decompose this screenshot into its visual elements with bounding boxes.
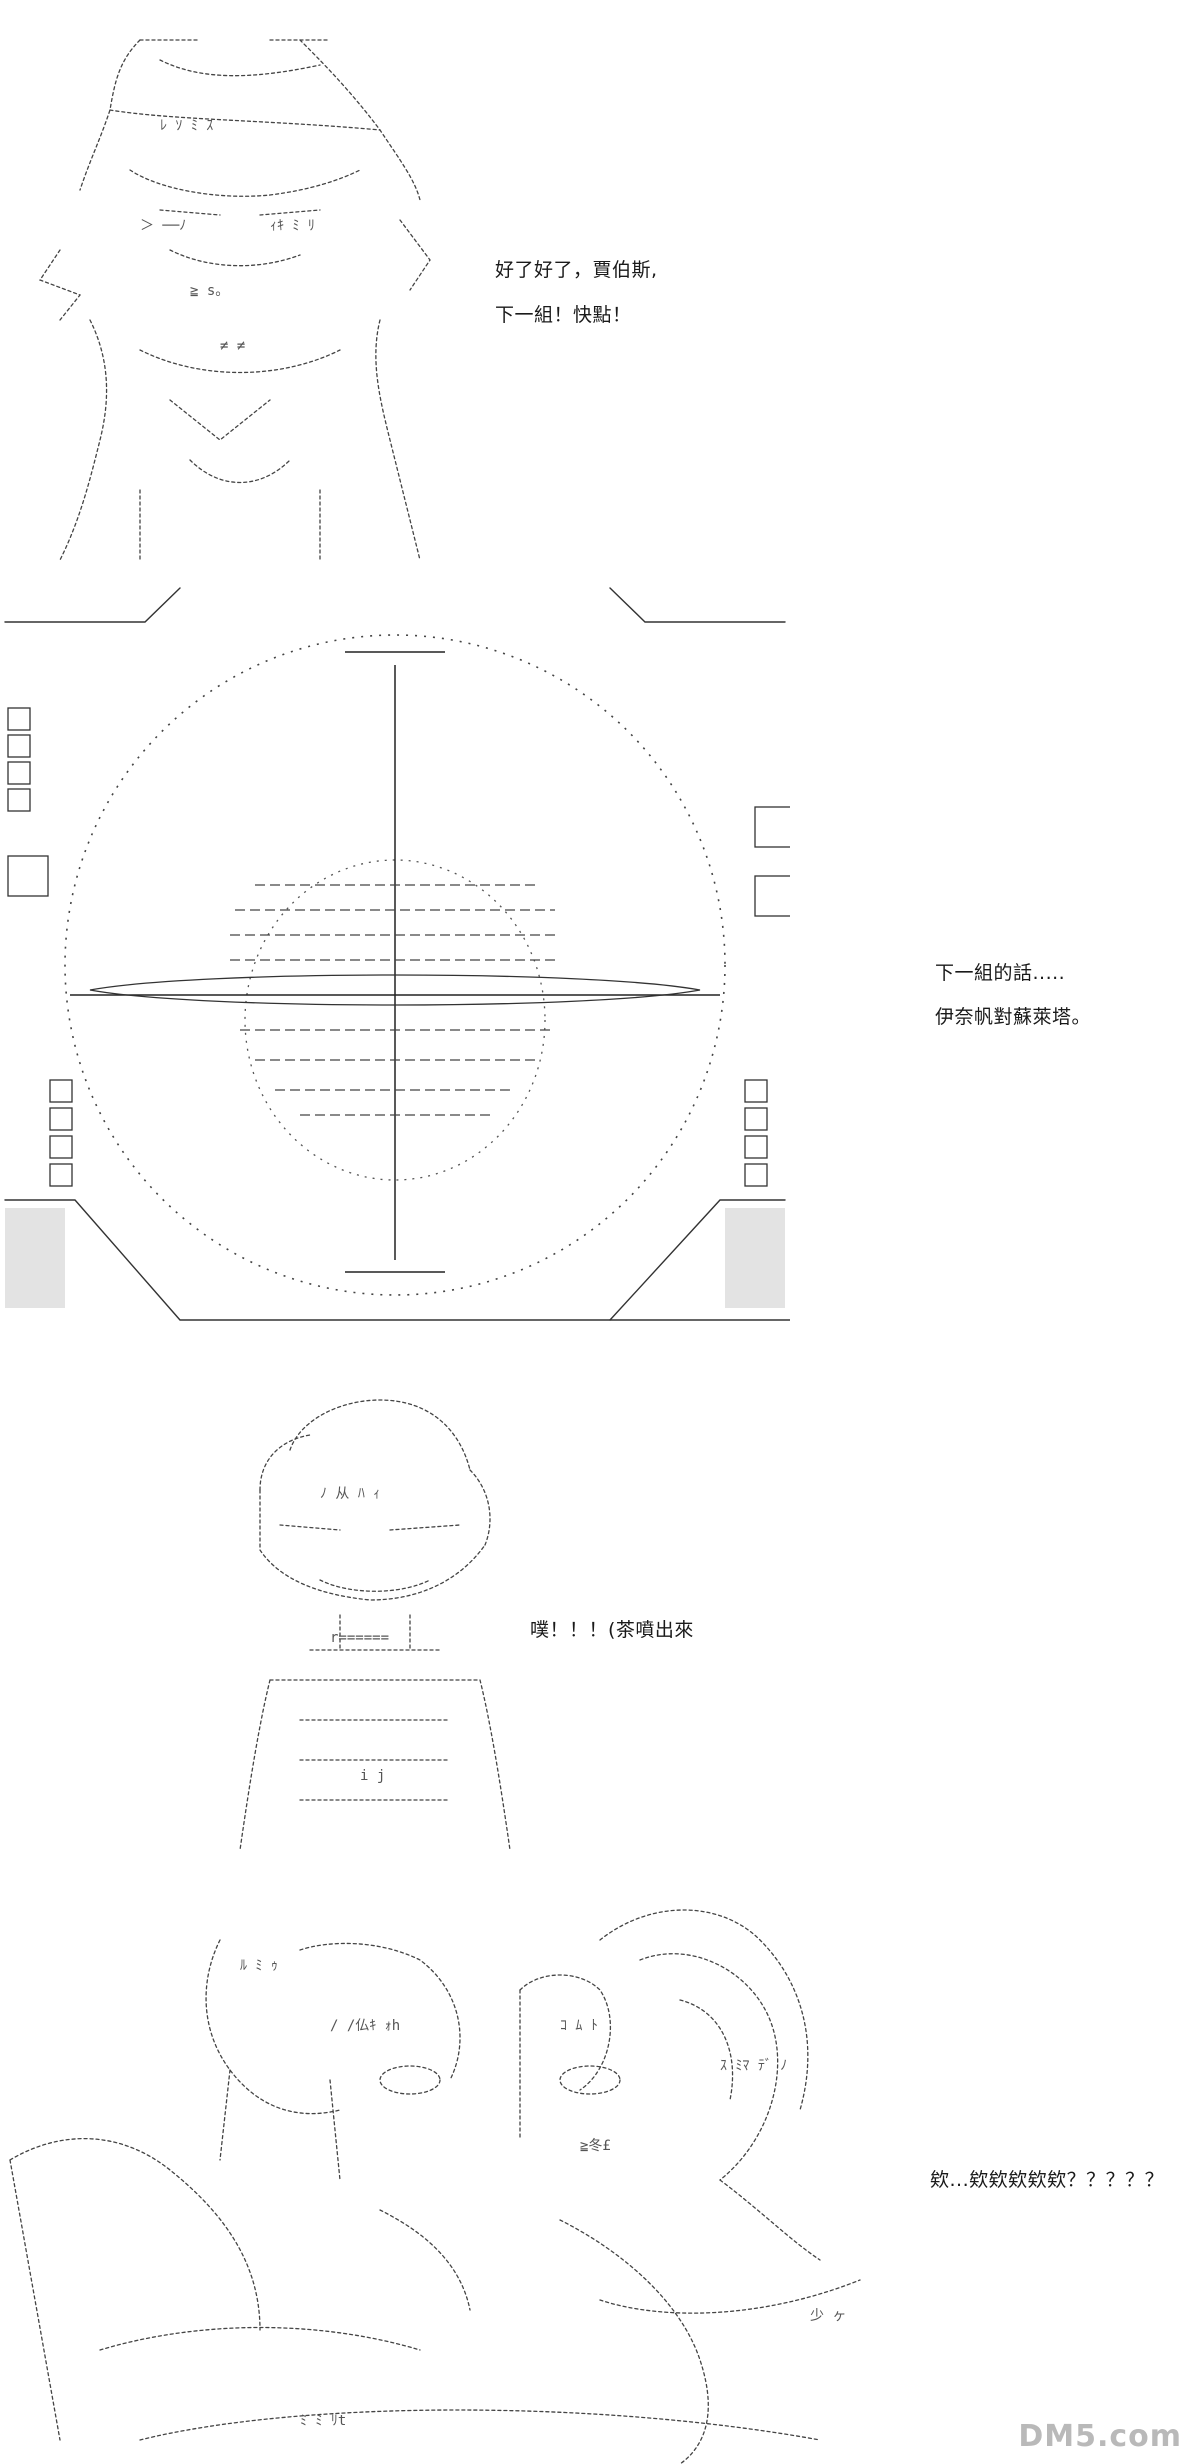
- panel-4: ﾙ ﾐ ｩ / /仏ｷ ｫh ｺ ﾑ ﾄ ｽ ﾐﾏ ﾃﾞ ﾉ ≧冬£ 少 ヶ ﾐ…: [0, 1880, 1200, 2464]
- panel-1: ﾚ ｿ ﾐ ｽ ＞ ──ﾉ ｨｷ ﾐ ﾘ ≧ s。 ≠ ≠ 好了好了，賈伯斯, …: [0, 0, 1200, 640]
- dialog-line: 欸...欸欸欸欸欸？？？？？: [930, 2169, 1165, 2191]
- svg-text:≠ ≠: ≠ ≠: [220, 338, 245, 354]
- svg-text:ﾚ ｿ ﾐ ｽ: ﾚ ｿ ﾐ ｽ: [160, 118, 213, 134]
- ascii-art-group-scene: ﾙ ﾐ ｩ / /仏ｷ ｫh ｺ ﾑ ﾄ ｽ ﾐﾏ ﾃﾞ ﾉ ≧冬£ 少 ヶ ﾐ…: [0, 1880, 920, 2464]
- panel-3: ﾉ 从 ﾊ ｨ r====== i j 噗！！！(茶噴出來: [0, 1380, 1200, 1870]
- svg-text:＞ ──ﾉ: ＞ ──ﾉ: [140, 218, 186, 234]
- svg-text:r======: r======: [330, 1630, 389, 1646]
- watermark-logo: DM5.com: [1018, 2419, 1182, 2454]
- dialog-line: 伊奈帆對蘇萊塔。: [935, 1006, 1092, 1028]
- svg-text:i j: i j: [360, 1768, 385, 1784]
- svg-text:ﾉ 从 ﾊ ｨ: ﾉ 从 ﾊ ｨ: [320, 1486, 380, 1502]
- panel-2: 下一組的話..... 伊奈帆對蘇萊塔。: [0, 560, 1200, 1330]
- svg-text:ｨｷ ﾐ ﾘ: ｨｷ ﾐ ﾘ: [270, 218, 315, 234]
- svg-text:≧ s。: ≧ s。: [190, 283, 229, 299]
- svg-text:ｽ ﾐﾏ ﾃﾞ ﾉ: ｽ ﾐﾏ ﾃﾞ ﾉ: [720, 2058, 787, 2074]
- ascii-art-character-2: ﾉ 从 ﾊ ｨ r====== i j: [220, 1380, 520, 1860]
- watermark-text: DM5.com: [1018, 2419, 1182, 2454]
- svg-text:ﾙ ﾐ ｩ: ﾙ ﾐ ｩ: [240, 1958, 278, 1974]
- ascii-art-character-1: ﾚ ｿ ﾐ ｽ ＞ ──ﾉ ｨｷ ﾐ ﾘ ≧ s。 ≠ ≠: [20, 20, 450, 580]
- dialog-line: 下一組！快點！: [495, 304, 632, 326]
- ascii-art-targeting-reticle: [0, 560, 790, 1330]
- svg-text:≧冬£: ≧冬£: [580, 2138, 611, 2154]
- dialog-line: 噗！！！(茶噴出來: [530, 1619, 694, 1641]
- svg-text:少 ヶ: 少 ヶ: [810, 2308, 846, 2324]
- svg-text:/ /仏ｷ ｫh: / /仏ｷ ｫh: [330, 2018, 400, 2034]
- dialog-line: 下一組的話.....: [935, 962, 1066, 984]
- svg-text:ｺ ﾑ ﾄ: ｺ ﾑ ﾄ: [560, 2018, 598, 2034]
- dialog-line: 好了好了，賈伯斯,: [495, 259, 658, 281]
- svg-text:ﾐ ﾐ ﾘt: ﾐ ﾐ ﾘt: [300, 2413, 346, 2429]
